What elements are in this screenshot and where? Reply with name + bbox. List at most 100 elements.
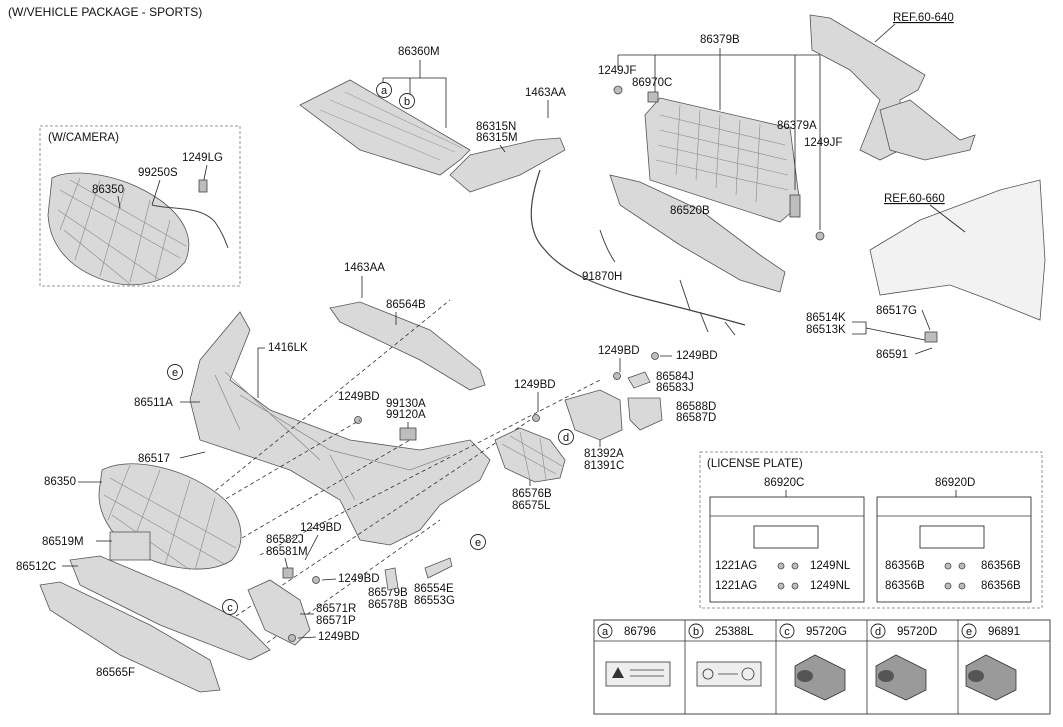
label-81391c: 81391C (584, 460, 624, 472)
front-grille-mesh (103, 464, 237, 571)
label-1249bd-top: 1249BD (598, 345, 640, 357)
callout-a-diagram[interactable]: a (376, 82, 392, 98)
license-right-part: 86920D (935, 477, 975, 489)
parking-sensor-icon (965, 654, 1017, 701)
license-left-row1-b: 1249NL (810, 560, 851, 572)
svg-text:a: a (602, 626, 609, 638)
license-right-row2-a: 86356B (885, 580, 925, 592)
callout-b-part: 25388L (715, 626, 754, 638)
bolt-1249bd-bumper (354, 416, 362, 424)
side-cover-part (449, 137, 566, 193)
fender-leaders (852, 309, 933, 355)
license-right-row1-a: 86356B (885, 560, 925, 572)
label-99130a: 99130A (386, 398, 426, 410)
callout-c-diagram[interactable]: c (222, 599, 238, 615)
label-1249bd-lower-top: 1249BD (300, 522, 342, 534)
label-86513k: 86513K (806, 324, 846, 336)
svg-text:d: d (875, 626, 881, 638)
bolt-1249bd-lower-mid (312, 576, 320, 584)
callout-e-diagram-upper[interactable]: e (167, 364, 183, 380)
bolt-1249bd-top (613, 372, 621, 380)
ref-60-640[interactable]: REF.60-640 (893, 12, 954, 24)
leader-ref-660 (929, 204, 966, 233)
bracket-86379a (789, 194, 801, 218)
svg-text:b: b (693, 626, 699, 638)
label-1416lk: 1416LK (268, 342, 308, 354)
air-flap-slats (655, 104, 789, 203)
label-86584j: 86584J (656, 371, 694, 383)
svg-text:c: c (784, 626, 790, 638)
leader-86517 (179, 451, 206, 459)
bolt-1249bd-right (651, 352, 659, 360)
callout-d-diagram[interactable]: d (558, 429, 574, 445)
label-86582j: 86582J (266, 534, 304, 546)
callout-e-diagram-lower[interactable]: e (470, 534, 486, 550)
screw-icon (944, 582, 952, 590)
clip-86584j (627, 371, 651, 389)
license-right-row1-b: 86356B (981, 560, 1021, 572)
camera-bolt-part (198, 179, 208, 193)
leader-1249bd-lower-mid (321, 578, 337, 581)
ref-bracket-side (879, 99, 976, 161)
label-86970c: 86970C (632, 77, 672, 89)
bolt-1249jf-top (613, 85, 623, 95)
screw-icon (777, 562, 785, 570)
label-86565f: 86565F (96, 667, 135, 679)
clip-86970c (647, 91, 659, 103)
license-left-plate (753, 525, 819, 549)
label-86571p: 86571P (316, 615, 356, 627)
label-91870h: 91870H (582, 271, 622, 283)
svg-text:e: e (475, 537, 481, 549)
label-86519m: 86519M (42, 536, 84, 548)
callout-c-cell[interactable]: c 95720G (779, 623, 847, 701)
svg-text:e: e (966, 626, 972, 638)
license-right-row2-b: 86356B (981, 580, 1021, 592)
label-86379a: 86379A (777, 120, 817, 132)
callout-e-cell[interactable]: e 96891 (961, 623, 1020, 701)
label-1249bd-lower-bottom: 1249BD (318, 631, 360, 643)
label-86578b: 86578B (368, 599, 408, 611)
label-86520b: 86520B (670, 205, 710, 217)
air-flap-leaders (617, 48, 821, 230)
label-86350-camera: 86350 (92, 184, 124, 196)
camera-box (39, 125, 241, 287)
license-left-panel (709, 496, 865, 603)
ref-60-660[interactable]: REF.60-660 (884, 193, 945, 205)
callout-a-cell[interactable]: a 86796 (597, 623, 671, 687)
callout-d-cell[interactable]: d 95720D (870, 623, 937, 701)
label-99120a: 99120A (386, 409, 426, 421)
label-86379b: 86379B (700, 34, 740, 46)
clip-86579b (384, 567, 399, 591)
upper-bracket-part (329, 301, 486, 391)
label-86591: 86591 (876, 349, 908, 361)
label-86576b: 86576B (512, 488, 552, 500)
ref-fender-part (869, 179, 1046, 321)
label-1249bd-bumper: 1249BD (338, 391, 380, 403)
label-1463aa-top: 1463AA (525, 87, 566, 99)
leader-1416lk (257, 347, 265, 398)
label-86583j: 86583J (656, 382, 694, 394)
bracket-81392a (564, 389, 623, 441)
svg-text:d: d (563, 432, 569, 444)
lower-grille-86512c (69, 555, 271, 661)
license-left-row2-b: 1249NL (810, 580, 851, 592)
label-86587d: 86587D (676, 412, 716, 424)
assembly-guide-lines (189, 299, 601, 656)
label-86514k: 86514K (806, 312, 846, 324)
callout-a-part: 86796 (624, 626, 656, 638)
license-right-plate (919, 525, 985, 549)
callout-e-part: 96891 (988, 626, 1020, 638)
camera-grille-mesh (57, 177, 187, 285)
screw-icon (944, 562, 952, 570)
label-1249jf-top: 1249JF (598, 65, 636, 77)
callout-b-cell[interactable]: b 25388L (688, 623, 762, 687)
svg-text:b: b (404, 96, 410, 108)
license-right-panel (876, 496, 1032, 603)
wiring-branches (599, 229, 736, 336)
warning-triangle-icon (612, 667, 624, 678)
screw-icon (958, 582, 966, 590)
duct-86588d (627, 397, 663, 431)
callout-b-diagram[interactable]: b (399, 93, 415, 109)
leader-ref-640 (874, 23, 896, 43)
